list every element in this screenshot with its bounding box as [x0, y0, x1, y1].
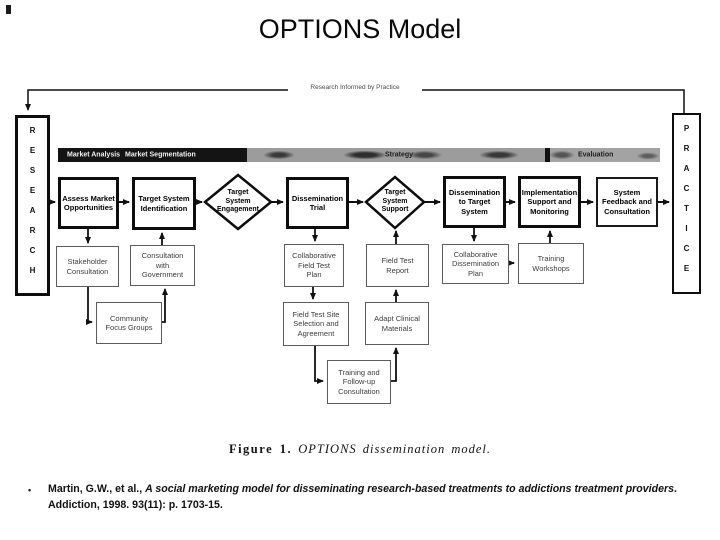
research-bar: RESEARCH — [15, 115, 50, 296]
citation-bullet: • — [28, 485, 32, 495]
citation-work-title: A social marketing model for disseminati… — [145, 483, 674, 495]
node-label: Target System Engagement — [216, 188, 259, 214]
feedback-loop-arrow — [25, 89, 685, 113]
node-label: Target System Identification — [138, 194, 190, 213]
practice-bar: PRACTICE — [672, 113, 701, 294]
node-label: Collaborative Field Test Plan — [292, 251, 336, 280]
phase-band-analysis-segment: Market Analysis Market Segmentation — [58, 148, 247, 162]
node-label: System Feedback and Consultation — [601, 187, 653, 216]
node-label: Dissemination to Target System — [448, 187, 501, 216]
node-label: Training Workshops — [532, 254, 570, 273]
node-label: Training and Follow-up Consultation — [338, 367, 380, 396]
phase-band-strategy-segment: Strategy — [247, 148, 545, 162]
node-label: Target System Support — [381, 188, 409, 214]
node-collaborative-field-test-plan: Collaborative Field Test Plan — [284, 244, 344, 287]
target-system-engagement-diamond — [203, 173, 273, 231]
phase-band-divider — [545, 148, 550, 162]
phase-evaluation: Evaluation — [578, 151, 614, 159]
node-field-test-report: Field Test Report — [366, 244, 429, 287]
node-target-system-identification: Target System Identification — [132, 177, 196, 230]
phase-band-evaluation-segment: Evaluation — [550, 148, 660, 162]
node-system-feedback-consultation: System Feedback and Consultation — [596, 177, 658, 227]
node-target-system-support: Target System Support — [367, 184, 423, 220]
node-field-test-site-selection: Field Test Site Selection and Agreement — [283, 302, 349, 346]
node-assess-market-opportunities: Assess Market Opportunities — [58, 177, 119, 229]
phase-market-analysis: Market Analysis — [67, 151, 121, 159]
phase-strategy: Strategy — [385, 151, 414, 159]
node-label: Stakeholder Consultation — [66, 257, 109, 276]
practice-bar-label: PRACTICE — [682, 123, 691, 284]
node-label: Community Focus Groups — [105, 313, 153, 332]
slide-title: OPTIONS Model — [258, 14, 462, 44]
node-label: Consultation with Government — [141, 251, 184, 280]
node-dissemination-to-target-system: Dissemination to Target System — [443, 176, 506, 228]
node-label: Field Test Report — [381, 256, 414, 275]
citation-authors: Martin, G.W., et al., — [48, 483, 146, 495]
node-label: Assess Market Opportunities — [62, 193, 115, 212]
figure-caption: Figure 1. OPTIONS dissemination model. — [0, 442, 720, 457]
node-training-workshops: Training Workshops — [518, 243, 584, 284]
figure-caption-label: Figure 1. — [228, 442, 293, 456]
node-label: Collaborative Dissemination Plan — [451, 249, 500, 278]
node-community-focus-groups: Community Focus Groups — [96, 302, 162, 344]
target-system-support-diamond — [364, 175, 426, 230]
figure-caption-text: OPTIONS dissemination model. — [298, 442, 492, 456]
decision-diamonds — [203, 173, 426, 231]
phase-market-segmentation: Market Segmentation — [125, 151, 196, 159]
node-target-system-engagement: Target System Engagement — [210, 183, 266, 221]
node-label: Field Test Site Selection and Agreement — [292, 309, 340, 338]
feedback-loop-label: Research Informed by Practice — [288, 84, 422, 91]
node-label: Adapt Clinical Materials — [374, 314, 420, 333]
research-bar-label: RESEARCH — [28, 125, 37, 286]
node-adapt-clinical-materials: Adapt Clinical Materials — [365, 302, 429, 345]
node-label: Implementation Support and Monitoring — [521, 187, 578, 216]
node-training-followup-consultation: Training and Follow-up Consultation — [327, 360, 391, 404]
citation-text: Martin, G.W., et al., A social marketing… — [48, 482, 706, 514]
node-implementation-support-monitoring: Implementation Support and Monitoring — [518, 176, 581, 228]
citation-source: . Addiction, 1998. 93(11): p. 1703-15. — [48, 483, 677, 511]
sub-process-arrows — [85, 228, 553, 384]
citation: • Martin, G.W., et al., A social marketi… — [28, 482, 706, 514]
node-collaborative-dissemination-plan: Collaborative Dissemination Plan — [442, 244, 509, 284]
node-stakeholder-consultation: Stakeholder Consultation — [56, 246, 119, 287]
node-label: Dissemination Trial — [291, 193, 344, 212]
node-consultation-with-government: Consultation with Government — [130, 245, 195, 286]
scan-artifact — [6, 5, 11, 14]
node-dissemination-trial: Dissemination Trial — [286, 177, 349, 229]
